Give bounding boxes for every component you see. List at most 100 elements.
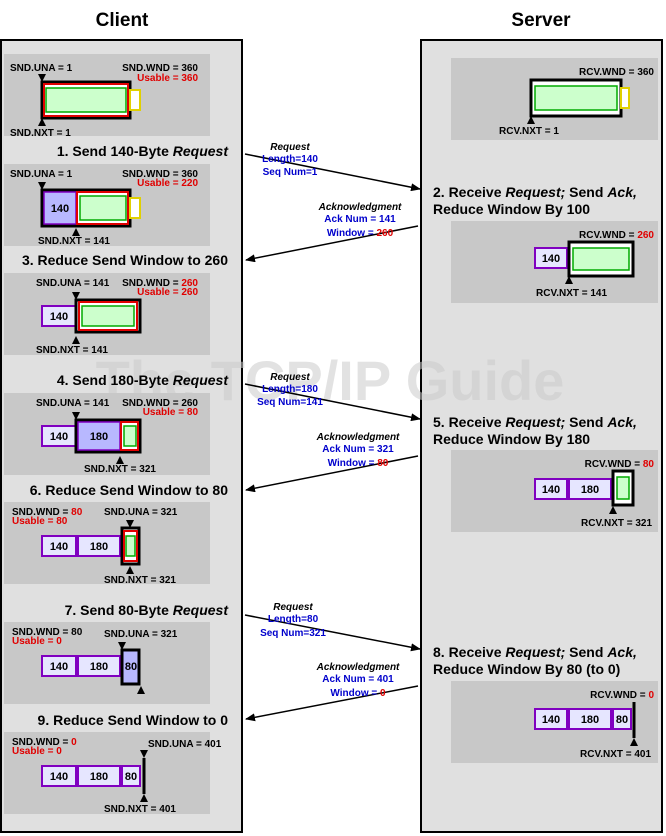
svg-text:140: 140 <box>50 661 68 673</box>
svg-text:Reduce Window By 100: Reduce Window By 100 <box>433 201 590 217</box>
step-7-label: 7. Send 80-Byte Request <box>65 602 230 618</box>
request-arrow-1 <box>244 153 421 192</box>
request-arrow-2 <box>244 383 421 422</box>
server-window-3: RCV.WND = 80 140 180 RCV.NXT = 321 <box>534 459 655 529</box>
svg-text:Ack Num = 401: Ack Num = 401 <box>322 674 394 685</box>
svg-text:Usable = 0: Usable = 0 <box>12 636 62 647</box>
svg-text:5. Receive Request; Send Ack,: 5. Receive Request; Send Ack, <box>433 414 637 430</box>
svg-text:SND.UNA = 321: SND.UNA = 321 <box>104 507 178 518</box>
client-header: Client <box>96 10 149 31</box>
svg-text:140: 140 <box>50 311 68 323</box>
server-header: Server <box>511 10 571 31</box>
svg-text:Window = 80: Window = 80 <box>328 458 389 469</box>
request-arrow-3 <box>244 614 421 652</box>
svg-text:SND.NXT = 401: SND.NXT = 401 <box>104 804 176 815</box>
client-window-2: SND.UNA = 1 SND.WND = 360 Usable = 220 1… <box>10 169 198 247</box>
svg-text:SND.NXT = 141: SND.NXT = 141 <box>36 345 108 356</box>
svg-text:SND.WND = 0: SND.WND = 0 <box>12 737 77 748</box>
svg-text:Acknowledgment: Acknowledgment <box>316 432 400 443</box>
server-window-4: RCV.WND = 0 140 180 80 RCV.NXT = 401 <box>534 690 654 760</box>
svg-text:140: 140 <box>542 253 560 265</box>
svg-text:8. Receive Request; Send Ack,: 8. Receive Request; Send Ack, <box>433 644 637 660</box>
svg-text:SND.WND = 80: SND.WND = 80 <box>12 507 83 518</box>
svg-text:Length=80: Length=80 <box>268 614 319 625</box>
svg-text:SND.UNA = 321: SND.UNA = 321 <box>104 629 178 640</box>
svg-text:Usable = 360: Usable = 360 <box>137 73 198 84</box>
svg-text:SND.WND = 260: SND.WND = 260 <box>122 398 198 409</box>
svg-text:Usable = 260: Usable = 260 <box>137 287 198 298</box>
svg-text:140: 140 <box>542 714 560 726</box>
svg-text:Usable = 80: Usable = 80 <box>12 516 68 527</box>
request-message-3: Request Length=80 Seq Num=321 <box>260 602 326 639</box>
svg-text:2. Receive Request; Send Ack,: 2. Receive Request; Send Ack, <box>433 184 637 200</box>
svg-text:RCV.WND = 80: RCV.WND = 80 <box>585 459 655 470</box>
svg-text:SND.UNA = 141: SND.UNA = 141 <box>36 398 110 409</box>
client-window-1: SND.UNA = 1 SND.WND = 360 Usable = 360 S… <box>10 63 198 139</box>
step-1-label: 1. Send 140-Byte Request <box>57 143 230 159</box>
svg-text:140: 140 <box>50 541 68 553</box>
svg-text:Seq Num=141: Seq Num=141 <box>257 397 323 408</box>
request-message-1: Request Length=140 Seq Num=1 <box>262 142 318 178</box>
svg-text:180: 180 <box>581 484 599 496</box>
svg-text:SND.NXT = 1: SND.NXT = 1 <box>10 128 71 139</box>
svg-text:RCV.NXT = 141: RCV.NXT = 141 <box>536 288 607 299</box>
server-step-2-label: 2. Receive Request; Send Ack, Reduce Win… <box>433 184 637 217</box>
ack-arrow-2 <box>245 455 419 493</box>
request-message-2: Request Length=180 Seq Num=141 <box>257 372 323 408</box>
client-window-7: SND.WND = 0 Usable = 0 SND.UNA = 401 140… <box>12 737 222 815</box>
svg-text:SND.UNA = 141: SND.UNA = 141 <box>36 278 110 289</box>
svg-text:RCV.WND = 0: RCV.WND = 0 <box>590 690 654 701</box>
svg-text:RCV.NXT = 321: RCV.NXT = 321 <box>581 518 652 529</box>
svg-text:Request: Request <box>273 602 313 613</box>
ack-message-3: Acknowledgment Ack Num = 401 Window = 0 <box>316 662 400 699</box>
ack-message-1: Acknowledgment Ack Num = 141 Window = 26… <box>318 202 402 239</box>
svg-text:SND.UNA = 1: SND.UNA = 1 <box>10 169 73 180</box>
svg-text:180: 180 <box>90 431 108 443</box>
svg-text:SND.UNA = 1: SND.UNA = 1 <box>10 63 73 74</box>
server-window-2: RCV.WND = 260 140 RCV.NXT = 141 <box>534 230 654 299</box>
svg-text:Request: Request <box>270 142 310 153</box>
client-window-4: SND.UNA = 141 SND.WND = 260 Usable = 80 … <box>36 398 198 475</box>
svg-text:SND.WND = 80: SND.WND = 80 <box>12 627 83 638</box>
server-step-8-label: 8. Receive Request; Send Ack, Reduce Win… <box>433 644 637 677</box>
svg-text:RCV.WND = 360: RCV.WND = 360 <box>579 67 654 78</box>
svg-text:Acknowledgment: Acknowledgment <box>316 662 400 673</box>
client-window-3: SND.UNA = 141 SND.WND = 260 Usable = 260… <box>36 278 198 356</box>
svg-text:Seq Num=1: Seq Num=1 <box>263 167 318 178</box>
step-9-label: 9. Reduce Send Window to 0 <box>38 712 229 728</box>
svg-text:80: 80 <box>125 771 137 783</box>
svg-text:Usable = 80: Usable = 80 <box>143 407 199 418</box>
svg-text:SND.WND = 360: SND.WND = 360 <box>122 63 198 74</box>
svg-text:140: 140 <box>51 203 69 215</box>
svg-text:Ack Num = 141: Ack Num = 141 <box>324 214 396 225</box>
ack-message-2: Acknowledgment Ack Num = 321 Window = 80 <box>316 432 400 469</box>
svg-text:SND.NXT = 321: SND.NXT = 321 <box>84 464 156 475</box>
step-4-label: 4. Send 180-Byte Request <box>57 372 230 388</box>
svg-text:180: 180 <box>90 771 108 783</box>
client-window-5: SND.WND = 80 Usable = 80 SND.UNA = 321 1… <box>12 507 178 586</box>
svg-text:180: 180 <box>90 541 108 553</box>
svg-text:Ack Num = 321: Ack Num = 321 <box>322 444 394 455</box>
svg-text:SND.NXT = 321: SND.NXT = 321 <box>104 575 176 586</box>
server-window-1: RCV.WND = 360 RCV.NXT = 1 <box>499 67 654 137</box>
svg-text:SND.NXT = 141: SND.NXT = 141 <box>38 236 110 247</box>
svg-text:80: 80 <box>125 661 137 673</box>
svg-text:Request: Request <box>270 372 310 383</box>
svg-text:140: 140 <box>542 484 560 496</box>
svg-text:RCV.NXT = 401: RCV.NXT = 401 <box>580 749 651 760</box>
svg-text:Usable = 0: Usable = 0 <box>12 746 62 757</box>
svg-text:140: 140 <box>50 431 68 443</box>
svg-text:180: 180 <box>581 714 599 726</box>
svg-text:RCV.WND = 260: RCV.WND = 260 <box>579 230 654 241</box>
ack-arrow-3 <box>245 685 419 722</box>
svg-text:SND.WND = 260: SND.WND = 260 <box>122 278 198 289</box>
svg-text:140: 140 <box>50 771 68 783</box>
svg-text:Length=140: Length=140 <box>262 154 318 165</box>
svg-text:Window = 0: Window = 0 <box>330 688 386 699</box>
svg-text:RCV.NXT = 1: RCV.NXT = 1 <box>499 126 559 137</box>
svg-text:Reduce Window By 80 (to 0): Reduce Window By 80 (to 0) <box>433 661 620 677</box>
svg-text:SND.UNA = 401: SND.UNA = 401 <box>148 739 222 750</box>
svg-text:Acknowledgment: Acknowledgment <box>318 202 402 213</box>
svg-text:80: 80 <box>616 714 628 726</box>
